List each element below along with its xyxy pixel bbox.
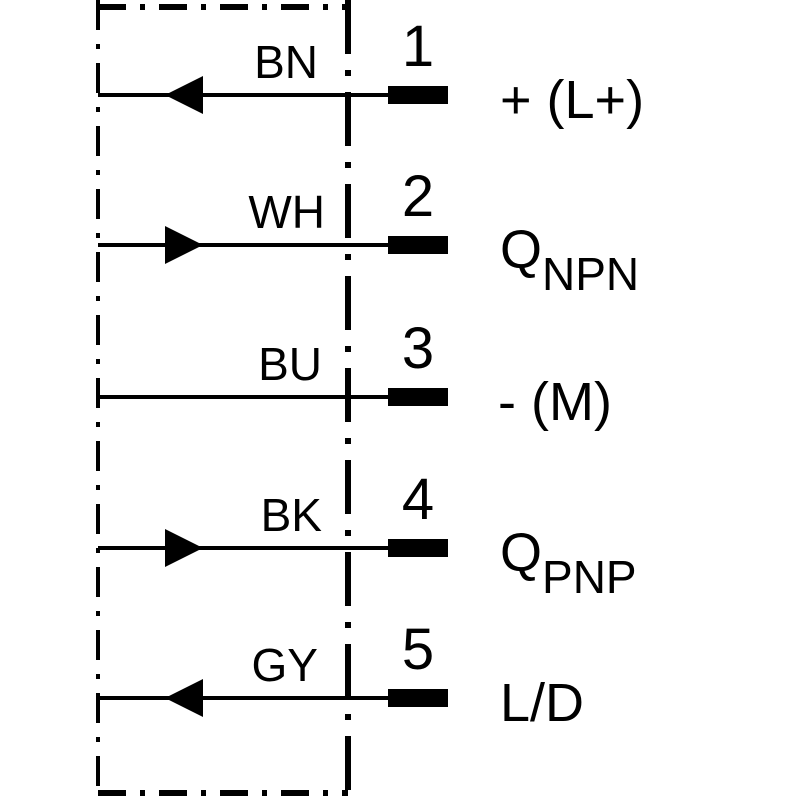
pin-row-1: BN 1 + (L+) — [98, 14, 644, 130]
pin-rows: BN 1 + (L+) WH 2 QNPN BU 3 - (M) BK 4 QP… — [98, 14, 644, 733]
pin-number: 5 — [402, 617, 434, 682]
signal-subscript: PNP — [542, 551, 637, 603]
left-pointing-arrow-icon — [165, 679, 203, 717]
pin-number: 3 — [402, 316, 434, 381]
signal-label: - (M) — [498, 372, 612, 432]
signal-label: QNPN — [500, 220, 639, 300]
right-pointing-arrow-icon — [165, 226, 203, 264]
signal-label: + (L+) — [500, 70, 644, 130]
signal-subscript: NPN — [542, 248, 639, 300]
pin-row-5: GY 5 L/D — [98, 617, 584, 733]
signal-label: QPNP — [500, 523, 637, 603]
pin-number: 4 — [402, 467, 434, 532]
pin-row-4: BK 4 QPNP — [98, 467, 637, 603]
wire-code-label: BU — [258, 338, 322, 390]
right-pointing-arrow-icon — [165, 529, 203, 567]
pin-number: 1 — [402, 14, 434, 79]
housing-boundary — [96, 0, 351, 800]
wire-code-label: BK — [261, 489, 323, 541]
terminal-block — [388, 689, 448, 707]
wire-code-label: GY — [252, 639, 318, 691]
terminal-block — [388, 236, 448, 254]
terminal-block — [388, 388, 448, 406]
wire-code-label: BN — [254, 36, 318, 88]
terminal-block — [388, 86, 448, 104]
pin-row-3: BU 3 - (M) — [98, 316, 612, 432]
wire-code-label: WH — [248, 186, 325, 238]
terminal-block — [388, 539, 448, 557]
pin-row-2: WH 2 QNPN — [98, 164, 639, 300]
left-pointing-arrow-icon — [165, 76, 203, 114]
signal-label: L/D — [500, 673, 584, 733]
pin-number: 2 — [402, 164, 434, 229]
